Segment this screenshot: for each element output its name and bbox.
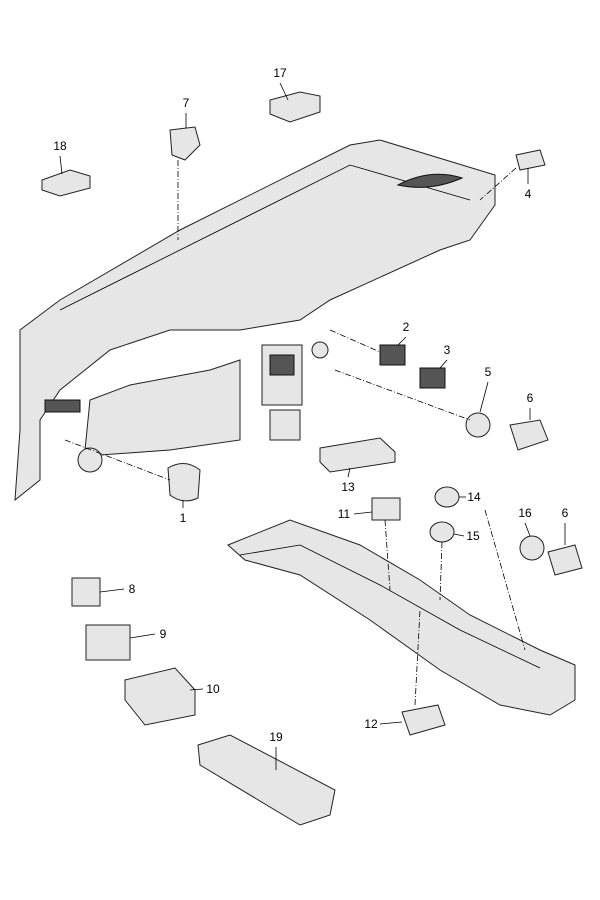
dashboard-panel xyxy=(14,139,496,502)
callout-6-upper: 6 xyxy=(526,391,534,405)
part-6b xyxy=(547,544,583,576)
callout-1: 1 xyxy=(179,511,187,525)
callout-7: 7 xyxy=(182,96,190,110)
part-4 xyxy=(515,149,546,171)
callout-17: 17 xyxy=(273,66,287,80)
callout-2: 2 xyxy=(402,320,410,334)
callout-5: 5 xyxy=(484,365,492,379)
part-8 xyxy=(71,577,101,607)
callout-9: 9 xyxy=(159,627,167,641)
part-12 xyxy=(401,704,446,736)
callout-4: 4 xyxy=(524,187,532,201)
part-1 xyxy=(167,463,201,502)
part-3 xyxy=(419,367,446,389)
part-11 xyxy=(371,497,401,521)
callout-8: 8 xyxy=(128,582,136,596)
part-14 xyxy=(434,486,460,508)
callout-12: 12 xyxy=(364,717,378,731)
callout-6-lower: 6 xyxy=(561,506,569,520)
center-console xyxy=(227,519,576,716)
part-16 xyxy=(519,535,545,561)
air-vent xyxy=(396,173,464,188)
part-6a xyxy=(509,419,549,451)
part-18 xyxy=(41,169,91,197)
callout-3: 3 xyxy=(443,343,451,357)
part-19 xyxy=(197,734,336,826)
part-7 xyxy=(169,126,201,161)
part-13 xyxy=(319,437,396,473)
callout-16: 16 xyxy=(518,506,532,520)
callout-13: 13 xyxy=(341,480,355,494)
callout-14: 14 xyxy=(467,490,481,504)
callout-15: 15 xyxy=(466,529,480,543)
part-9 xyxy=(85,624,131,661)
part-10 xyxy=(124,667,196,726)
part-17 xyxy=(269,91,321,123)
callout-11: 11 xyxy=(337,507,351,521)
callout-18: 18 xyxy=(53,139,67,153)
callout-10: 10 xyxy=(206,682,220,696)
part-15 xyxy=(429,521,455,543)
part-5 xyxy=(465,412,491,438)
part-2 xyxy=(379,344,406,366)
center-controls xyxy=(269,354,295,376)
callout-19: 19 xyxy=(269,730,283,744)
